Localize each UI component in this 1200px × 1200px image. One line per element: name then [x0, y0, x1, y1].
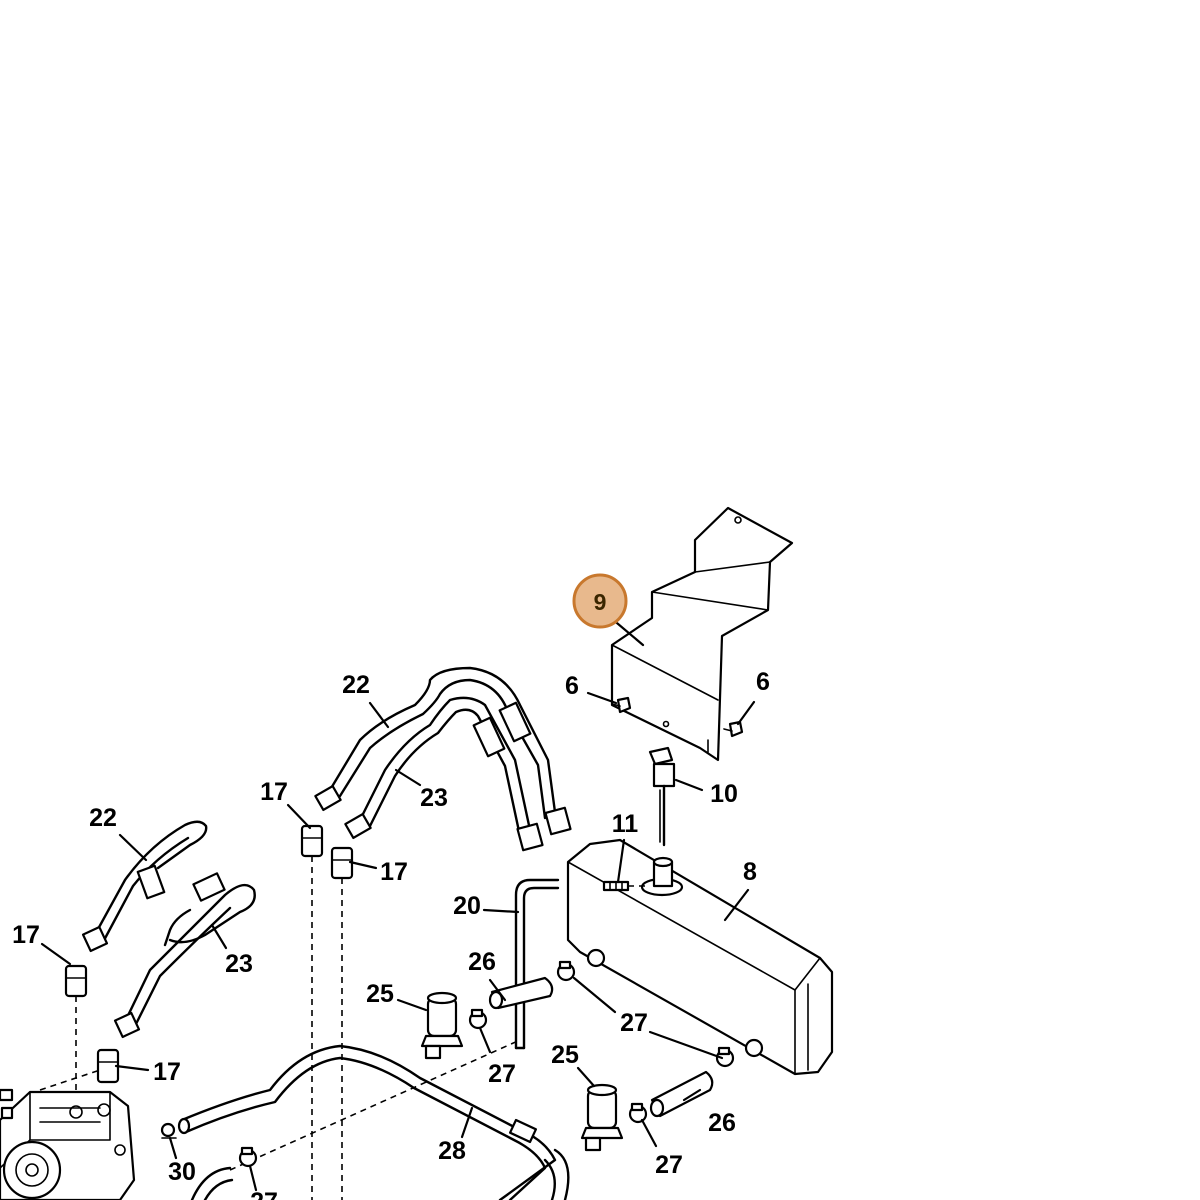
vent-tube-part-20[interactable] — [514, 878, 560, 1050]
callout-17-b[interactable]: 17 — [380, 858, 408, 886]
highlight-circle-part-9[interactable] — [572, 573, 628, 629]
callout-10[interactable]: 10 — [710, 780, 738, 808]
lower-hose-stub — [190, 1166, 234, 1200]
callout-22-lower[interactable]: 22 — [89, 804, 117, 832]
hydraulic-pump[interactable] — [0, 1088, 136, 1200]
callout-9[interactable]: 9 — [594, 589, 607, 615]
hose-part-26-lower[interactable] — [649, 1070, 714, 1118]
callout-25-lower[interactable]: 25 — [551, 1041, 579, 1069]
hose-part-22-lower[interactable] — [81, 820, 208, 953]
align-dash-4 — [39, 1069, 101, 1091]
fitting-part-30[interactable] — [160, 1122, 177, 1139]
fitting-part-17-a[interactable] — [300, 824, 324, 858]
fitting-part-17-b[interactable] — [330, 846, 354, 880]
callout-27-a[interactable]: 27 — [488, 1060, 516, 1088]
callout-17-a[interactable]: 17 — [260, 778, 288, 806]
vent-fitting-part-11[interactable] — [602, 880, 630, 892]
clamp-part-27-c[interactable] — [715, 1046, 735, 1068]
hose-part-28[interactable] — [177, 1044, 570, 1200]
hose-part-22-upper[interactable] — [314, 666, 572, 836]
hose-part-23-upper[interactable] — [344, 696, 544, 852]
callout-26-lower[interactable]: 26 — [708, 1109, 736, 1137]
fitting-part-17-c[interactable] — [64, 964, 88, 998]
clamp-part-27-e[interactable] — [238, 1146, 258, 1168]
filter-part-25-upper[interactable] — [420, 991, 464, 1060]
callout-6-right[interactable]: 6 — [756, 668, 770, 696]
clamp-part-27-b[interactable] — [556, 960, 576, 982]
callout-28[interactable]: 28 — [438, 1137, 466, 1165]
bracket-part-9[interactable] — [610, 506, 794, 762]
clamp-part-27-a[interactable] — [468, 1008, 488, 1030]
leader-lines — [40, 616, 756, 1192]
callout-8[interactable]: 8 — [743, 858, 757, 886]
hose-part-23-lower[interactable] — [113, 872, 256, 1039]
align-dash-5 — [229, 1039, 521, 1171]
callout-30[interactable]: 30 — [168, 1158, 196, 1186]
screw-part-6-right[interactable] — [723, 720, 744, 738]
hose-part-26-upper[interactable] — [488, 976, 554, 1010]
callout-22-upper[interactable]: 22 — [342, 671, 370, 699]
callout-11[interactable]: 11 — [612, 810, 639, 838]
callout-17-c[interactable]: 17 — [12, 921, 40, 949]
reservoir-tank-part-8[interactable] — [566, 838, 834, 1076]
callout-labels: 9 6 6 10 11 8 22 23 17 17 22 23 17 17 20… — [12, 589, 770, 1200]
callout-25-upper[interactable]: 25 — [366, 980, 394, 1008]
screw-part-6-left[interactable] — [611, 696, 632, 714]
callout-20[interactable]: 20 — [453, 892, 481, 920]
callout-27-d[interactable]: 27 — [250, 1188, 278, 1200]
dipstick-part-10[interactable] — [648, 746, 676, 847]
callout-26-upper[interactable]: 26 — [468, 948, 496, 976]
callout-27-b[interactable]: 27 — [620, 1009, 648, 1037]
callout-23-upper[interactable]: 23 — [420, 784, 448, 812]
callout-17-d[interactable]: 17 — [153, 1058, 181, 1086]
clamp-part-27-d[interactable] — [628, 1102, 648, 1124]
callout-6-left[interactable]: 6 — [565, 672, 579, 700]
filter-part-25-lower[interactable] — [580, 1083, 624, 1152]
callout-23-lower[interactable]: 23 — [225, 950, 253, 978]
callout-27-c[interactable]: 27 — [655, 1151, 683, 1179]
